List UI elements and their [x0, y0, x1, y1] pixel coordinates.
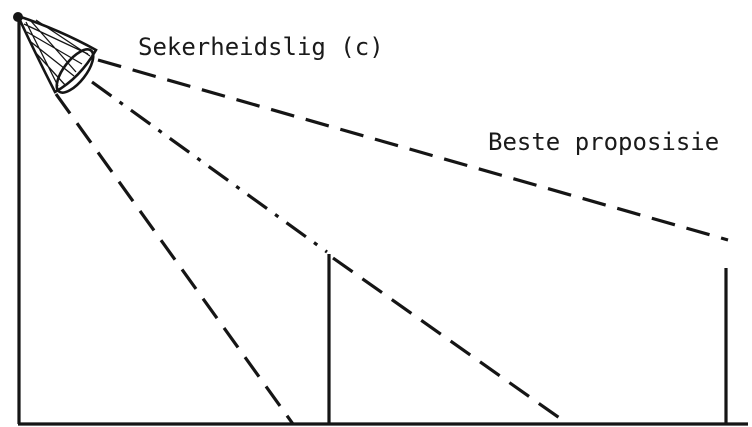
lamp-pivot	[13, 12, 23, 22]
safety-light-label: Sekerheidslig (c)	[138, 33, 384, 61]
beam-continued-dashed	[333, 258, 568, 424]
beam-to-middle-post	[92, 82, 327, 252]
searchlight-icon	[13, 12, 100, 98]
best-proposition-label: Beste proposisie	[488, 128, 719, 156]
